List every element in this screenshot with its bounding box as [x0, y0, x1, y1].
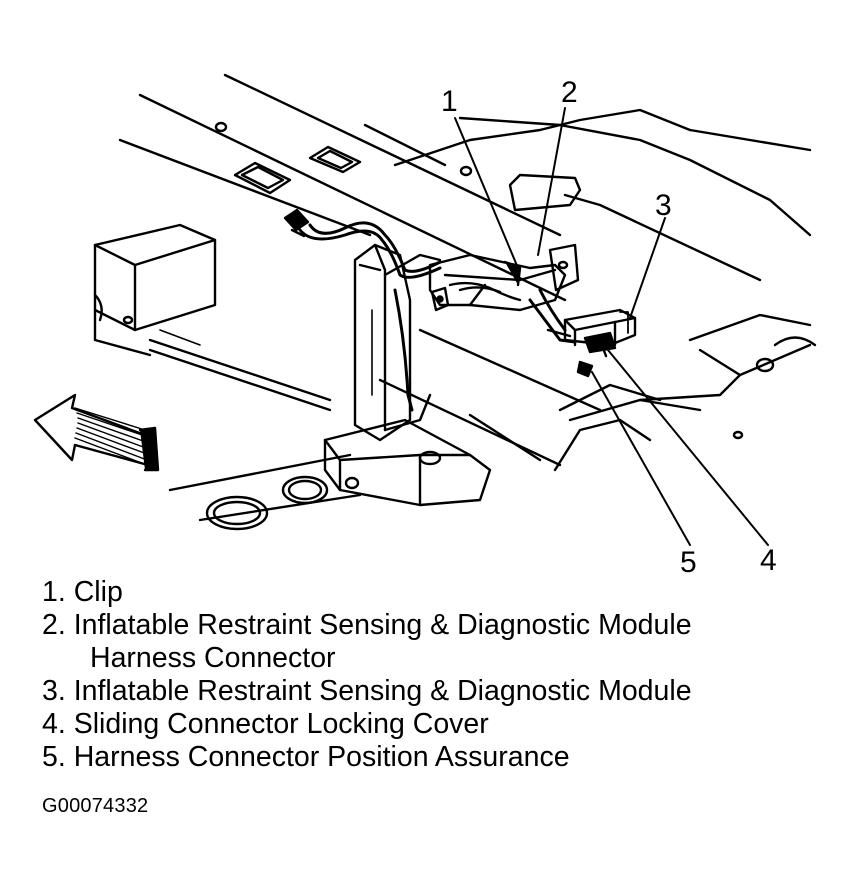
legend-number: 5. [42, 741, 66, 773]
seat-riser-left [93, 223, 332, 412]
callout-leaders [454, 107, 769, 546]
legend-item-2-continuation: Harness Connector [90, 642, 336, 674]
legend-number: 1. [42, 576, 66, 608]
floor-pan [118, 73, 812, 522]
floor-openings [122, 121, 582, 325]
legend-item-2: 2. Inflatable Restraint Sensing & Diagno… [42, 609, 692, 642]
legend-item-5: 5. Harness Connector Position Assurance [42, 741, 692, 774]
legend-item-3: 3. Inflatable Restraint Sensing & Diagno… [42, 675, 692, 708]
arrow-left-icon [33, 393, 160, 472]
floor-crossmember [205, 418, 492, 531]
wiring-harness [298, 221, 577, 412]
legend-text: Harness Connector Position Assurance [73, 741, 570, 773]
harness-connector-assembly [546, 308, 637, 378]
upper-harness-connector [283, 208, 310, 238]
legend-text: Clip [73, 576, 123, 608]
legend-text: Inflatable Restraint Sensing & Diagnosti… [73, 675, 692, 707]
callout-4: 4 [760, 544, 777, 575]
callout-2: 2 [561, 76, 578, 109]
callout-3: 3 [655, 189, 672, 222]
callout-1: 1 [441, 85, 458, 118]
legend-number: 4. [42, 708, 66, 740]
legend-text: Inflatable Restraint Sensing & Diagnosti… [73, 609, 692, 641]
legend-item-4: 4. Sliding Connector Locking Cover [42, 708, 692, 741]
seat-riser-right [553, 313, 817, 472]
sensing-module [428, 243, 580, 312]
legend-item-1: 1. Clip [42, 576, 692, 609]
legend-number: 2. [42, 609, 66, 641]
vehicle-floor-illustration: 1 2 3 4 5 [33, 73, 817, 575]
callout-5: 5 [680, 546, 697, 575]
legend-text: Sliding Connector Locking Cover [73, 708, 489, 740]
center-riser [353, 243, 442, 442]
figure-id: G00074332 [42, 795, 149, 817]
legend-list: 1. Clip 2. Inflatable Restraint Sensing … [42, 576, 692, 774]
legend-number: 3. [42, 675, 66, 707]
